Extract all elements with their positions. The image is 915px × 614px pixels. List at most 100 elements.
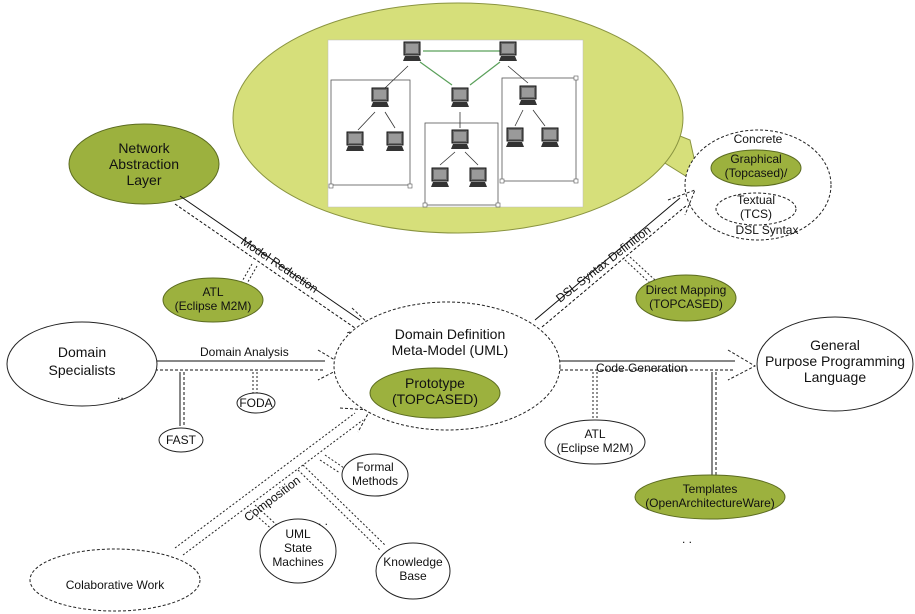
tree-line [439,151,456,166]
connector [254,504,281,529]
templates-label: Templates(OpenArchitectureWare) [645,482,775,510]
dots-mark: .. [117,388,124,402]
link-arrow [419,61,453,86]
computer-icon [451,129,469,149]
network-layer-ellipse [68,123,220,205]
selection-box [501,77,577,182]
computer-icon [403,41,421,61]
tree-line [532,109,546,127]
tree-line [384,65,409,89]
connector [239,263,253,286]
composition-label: Composition [241,473,303,524]
atl-model-reduction-node: ATL(Eclipse M2M) [162,277,264,323]
selection-box [330,79,411,186]
concrete-syntax-group: Concrete Graphical(Topcased)/ Textual(TC… [684,129,832,241]
computer-icon [469,167,487,187]
network-image [327,39,584,208]
handle [573,75,579,81]
tree-line [514,109,524,127]
domain-analysis-label: Domain Analysis [200,345,289,359]
connector [629,256,656,281]
prototype-ellipse [369,367,501,419]
connector [302,464,386,546]
handle [407,183,413,189]
network-callout [232,2,701,234]
connector [624,259,651,284]
connector [324,454,348,471]
dsl-syntax-label: DSL Syntax [736,223,799,237]
colaborative-work-node: Colaborative Work [29,548,201,612]
uml-state-machines-ellipse [259,518,337,584]
atl-code-gen-label: ATL(Eclipse M2M) [557,427,634,455]
computer-icon [371,87,389,107]
formal-methods-ellipse [341,453,409,497]
direct-mapping-label: Direct Mapping(TOPCASED) [646,283,727,311]
atl-code-gen-node: ATL(Eclipse M2M) [544,419,646,465]
graphical-ellipse [710,149,802,187]
connector [297,469,381,551]
tree-line [357,111,376,131]
computer-icon [346,131,364,151]
computer-icon [451,87,469,107]
connector [249,509,276,533]
computer-icon [541,127,559,147]
handle [495,202,501,208]
computer-icon [499,41,517,61]
templates-node: Templates(OpenArchitectureWare) [634,474,786,520]
computer-icon [386,131,404,151]
link-arrow [469,61,501,86]
prototype-label: Prototype(TOPCASED) [392,375,478,407]
colaborative-work-ellipse [29,548,201,612]
computer-icon [519,85,537,105]
concrete-label: Concrete [734,132,783,146]
textual-ellipse [715,192,797,226]
fast-label: FAST [166,433,197,447]
direct-mapping-node: Direct Mapping(TOPCASED) [635,274,737,322]
foda-node: FODA [236,392,276,414]
foda-ellipse [236,392,276,414]
colaborative-work-label: Colaborative Work [66,578,165,592]
graphical-label: Graphical(Topcased)/ [725,152,788,180]
selection-box [424,122,499,206]
handle [499,178,505,184]
foda-label: FODA [239,396,272,410]
handle [422,202,428,208]
dots-mark: . . [682,532,692,546]
computer-icon [506,127,524,147]
handle [328,183,334,189]
atl-code-gen-ellipse [544,419,646,465]
fast-ellipse [158,427,204,453]
tree-line [507,65,529,84]
templates-ellipse [634,474,786,520]
computer-icons [346,41,559,187]
textual-label: Textual(TCS) [737,193,775,221]
computer-icon [431,167,449,187]
handle [573,178,579,184]
domain-specialists-ellipse [6,321,158,407]
atl-ellipse [162,277,264,323]
domain-analysis-arrow: Domain Analysis [150,345,347,381]
connector [319,459,341,474]
knowledge-base-ellipse [375,542,451,600]
dots-mark: . . [318,514,328,528]
tree-line [384,111,396,129]
atl-label: ATL(Eclipse M2M) [175,285,252,313]
fast-node: FAST [158,427,204,453]
direct-mapping-ellipse [635,274,737,322]
code-generation-label: Code Generation [596,361,687,375]
tree-line [464,151,479,166]
